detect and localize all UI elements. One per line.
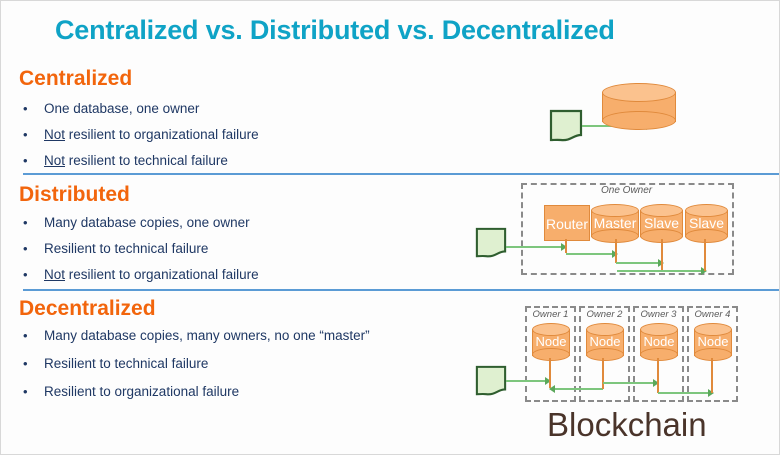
bullet-text: Resilient to technical failure — [44, 356, 209, 371]
section-heading-centralized: Centralized — [19, 67, 133, 90]
node-cylinder-2: Node — [586, 323, 624, 363]
cylinder-bottom — [586, 348, 624, 361]
bullet-item: Many database copies, one owner — [19, 215, 259, 230]
page-title: Centralized vs. Distributed vs. Decentra… — [55, 15, 615, 45]
connector-stem — [657, 358, 659, 393]
bullet-emphasis: Not — [44, 127, 66, 142]
connector-stem — [661, 239, 663, 271]
cylinder-top — [694, 323, 732, 336]
node-label: Node — [535, 334, 567, 349]
node-label: Node — [589, 334, 621, 349]
node-label: Slave — [643, 215, 680, 231]
bullet-text: resilient to organizational failure — [65, 127, 259, 142]
bullet-list-centralized: One database, one owner Not resilient to… — [19, 101, 259, 168]
bullet-text: Resilient to organizational failure — [44, 384, 240, 399]
cylinder-top — [640, 323, 678, 336]
client-document-icon — [475, 365, 507, 396]
connector-line — [566, 253, 614, 255]
owner-group-box — [521, 183, 734, 275]
connector-line — [603, 382, 655, 384]
client-document-icon — [549, 109, 583, 142]
bullet-item: Resilient to organizational failure — [19, 384, 370, 399]
owner-label-3: Owner 3 — [640, 309, 677, 320]
owner-box-3 — [633, 306, 684, 402]
client-document-icon — [475, 227, 507, 258]
bullet-text: One database, one owner — [44, 101, 200, 116]
owner-box-4 — [687, 306, 738, 402]
node-cylinder-1: Node — [532, 323, 570, 363]
bullet-text: Many database copies, many owners, no on… — [44, 328, 370, 343]
bullet-item: Not resilient to organizational failure — [19, 267, 259, 282]
cylinder-bottom — [694, 348, 732, 361]
cylinder-bottom — [602, 111, 676, 130]
owner-group-label: One Owner — [601, 185, 653, 196]
connector-stem — [602, 358, 604, 389]
cylinder-top — [602, 83, 676, 102]
blockchain-caption: Blockchain — [547, 406, 707, 443]
bullet-text: resilient to technical failure — [65, 153, 228, 168]
bullet-item: Resilient to technical failure — [19, 356, 370, 371]
connector-stem — [711, 358, 713, 393]
node-label: Master — [593, 215, 637, 231]
bullet-list-decentralized: Many database copies, many owners, no on… — [19, 328, 370, 399]
connector-line — [506, 246, 562, 248]
connector-arrowhead-icon — [653, 379, 659, 387]
bullet-item: Resilient to technical failure — [19, 241, 259, 256]
owner-label-1: Owner 1 — [532, 309, 569, 320]
connector-arrowhead-icon — [549, 385, 555, 393]
connector-arrowhead-icon — [545, 377, 551, 385]
bullet-text: resilient to organizational failure — [65, 267, 259, 282]
cylinder-top — [685, 204, 728, 217]
section-heading-decentralized: Decentralized — [19, 297, 156, 320]
node-label: Router — [545, 216, 589, 232]
node-slave-1: Slave — [640, 204, 683, 244]
connector-arrowhead-icon — [701, 267, 707, 275]
node-router: Router — [544, 205, 590, 241]
bullet-text: Resilient to technical failure — [44, 241, 209, 256]
owner-box-1 — [525, 306, 576, 402]
connector-arrowhead-icon — [561, 243, 567, 251]
node-label: Node — [697, 334, 729, 349]
node-master: Master — [591, 204, 639, 244]
connector-line — [506, 380, 547, 382]
node-cylinder-3: Node — [640, 323, 678, 363]
section-divider — [23, 173, 779, 175]
cylinder-bottom — [532, 348, 570, 361]
owner-box-2 — [579, 306, 630, 402]
owner-label-4: Owner 4 — [694, 309, 731, 320]
bullet-emphasis: Not — [44, 153, 66, 168]
connector-arrowhead-icon — [708, 389, 714, 397]
node-slave-2: Slave — [685, 204, 728, 244]
database-cylinder — [602, 83, 676, 131]
connector-line — [658, 392, 710, 394]
bullet-item: Not resilient to organizational failure — [19, 127, 259, 142]
connector-line — [551, 388, 603, 390]
section-divider — [23, 289, 779, 291]
node-cylinder-4: Node — [694, 323, 732, 363]
cylinder-top — [591, 204, 639, 217]
section-heading-distributed: Distributed — [19, 183, 130, 206]
owner-label-2: Owner 2 — [586, 309, 623, 320]
cylinder-top — [586, 323, 624, 336]
connector-stem — [704, 239, 706, 271]
node-label: Node — [643, 334, 675, 349]
connector-stem — [615, 239, 617, 263]
bullet-list-distributed: Many database copies, one owner Resilien… — [19, 215, 259, 282]
node-label: Slave — [688, 215, 725, 231]
connector-line — [617, 270, 703, 272]
cylinder-bottom — [640, 348, 678, 361]
bullet-item: One database, one owner — [19, 101, 259, 116]
cylinder-top — [640, 204, 683, 217]
connector-stem — [565, 239, 567, 253]
bullet-text: Many database copies, one owner — [44, 215, 250, 230]
connector-stem — [549, 358, 551, 388]
connector-line — [616, 262, 660, 264]
cylinder-top — [532, 323, 570, 336]
bullet-item: Not resilient to technical failure — [19, 153, 259, 168]
cylinder-bottom — [685, 229, 728, 243]
bullet-emphasis: Not — [44, 267, 66, 282]
bullet-item: Many database copies, many owners, no on… — [19, 328, 370, 343]
